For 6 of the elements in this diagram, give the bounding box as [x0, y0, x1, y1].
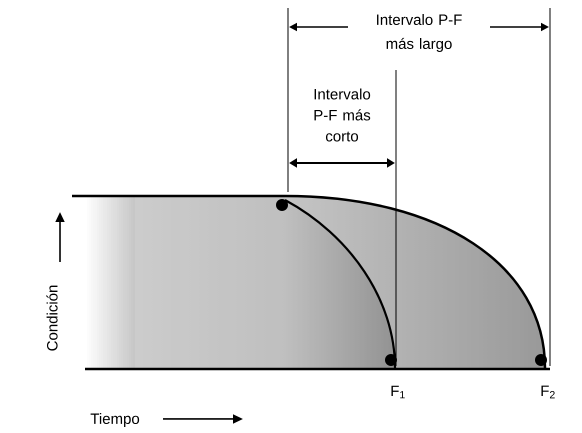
point-label: F$_{1}$	[391, 386, 405, 398]
point-label: F$_{2}$	[541, 386, 555, 398]
dimension-label: Intervalo P-F más corto	[314, 88, 370, 142]
axis-label: Condición	[46, 286, 58, 351]
dimension-label: Intervalo P-F más largo	[348, 13, 490, 53]
axis-label: Tiempo	[90, 413, 140, 427]
